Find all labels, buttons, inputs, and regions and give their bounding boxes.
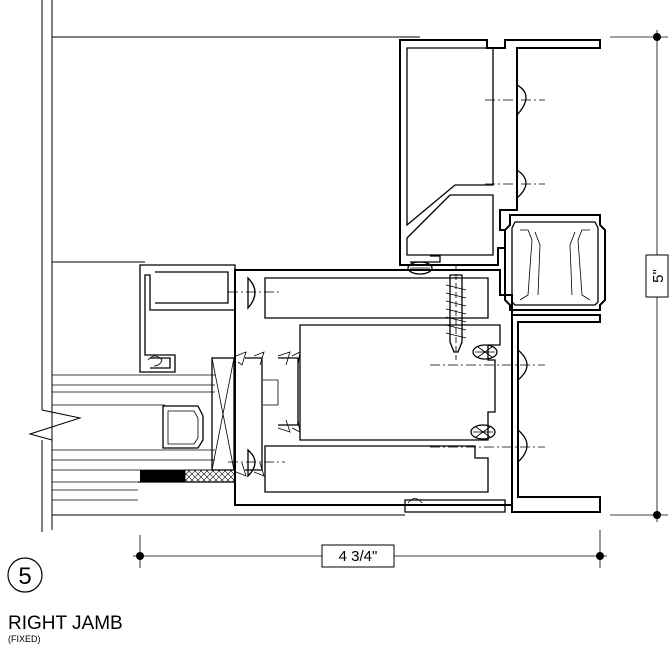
fastener-heads — [228, 83, 545, 478]
setting-block — [162, 357, 235, 471]
width-dimension: 4 3/4" — [133, 530, 607, 568]
glazing-adaptor — [139, 264, 236, 373]
width-dimension-label: 4 3/4" — [339, 548, 378, 565]
receptor-frame — [399, 39, 601, 266]
subframe — [404, 314, 601, 513]
detail-tag: 5 RIGHT JAMB (FIXED) — [7, 557, 123, 644]
sealant-backer — [138, 469, 236, 483]
detail-title: RIGHT JAMB — [8, 613, 123, 634]
main-frame — [234, 269, 513, 506]
height-dimension-label: 5" — [650, 269, 667, 283]
detail-number-circle — [7, 557, 43, 593]
weather-seals — [407, 261, 498, 440]
frame-screw — [445, 265, 467, 360]
wall-context — [28, 0, 420, 532]
detail-number: 5 — [18, 563, 31, 590]
detail-subtitle: (FIXED) — [8, 634, 41, 644]
mullion-tube — [504, 214, 606, 311]
height-dimension: 5" — [610, 30, 669, 522]
